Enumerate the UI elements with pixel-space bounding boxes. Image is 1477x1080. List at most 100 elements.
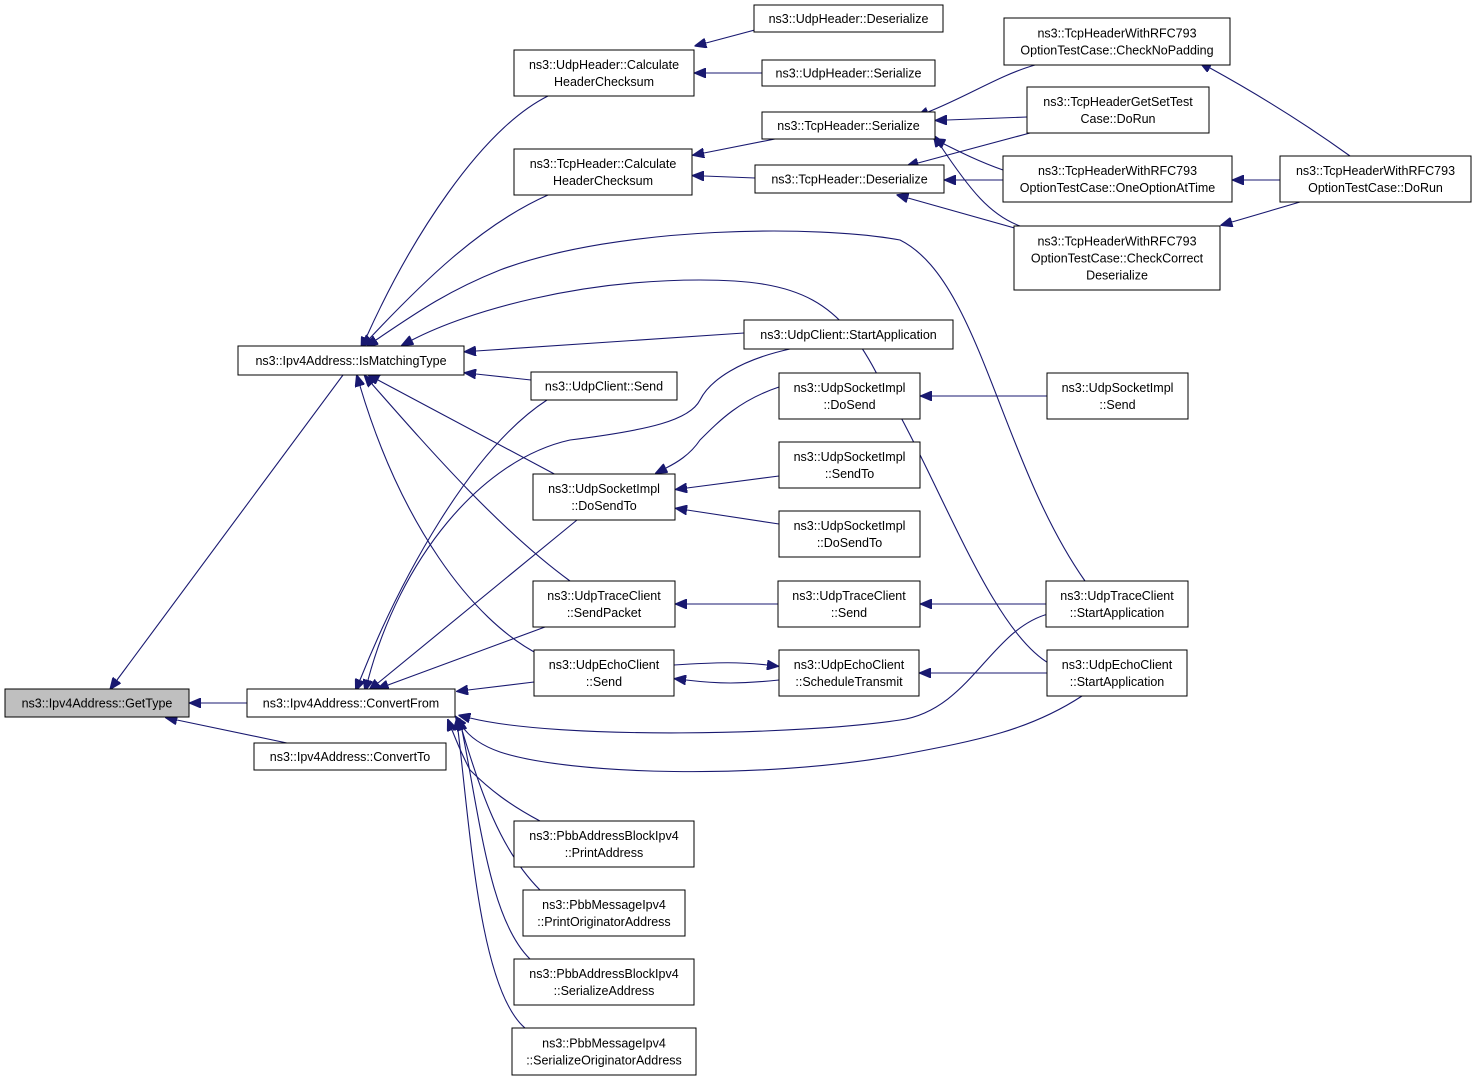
node-tcpheaderwithrfc793-oneoptionattime[interactable]: ns3::TcpHeaderWithRFC793OptionTestCase::… [1002,155,1233,203]
node-tcpheaderwithrfc793-checknopadding-box[interactable] [1003,17,1231,66]
node-ipv4address-gettype[interactable]: ns3::Ipv4Address::GetType [4,688,190,718]
node-udpheader-deserialize-box[interactable] [753,4,944,33]
node-udpechoclient-scheduletransmit-box[interactable] [778,649,920,697]
node-tcpheader-serialize[interactable]: ns3::TcpHeader::Serialize [761,111,936,140]
node-udpheader-deserialize[interactable]: ns3::UdpHeader::Deserialize [753,4,944,33]
edge-sockds-to-sockdst [666,386,780,468]
node-ipv4address-ismatchingtype-box[interactable] [237,345,465,376]
node-pbbaddressblockipv4-printaddress[interactable]: ns3::PbbAddressBlockIpv4::PrintAddress [513,820,695,868]
node-ipv4address-gettype-box[interactable] [4,688,190,718]
node-udpsocketimpl-dosend-label-1: ns3::UdpSocketImpl [794,381,906,395]
node-udpheader-serialize[interactable]: ns3::UdpHeader::Serialize [761,59,936,87]
node-udpclient-startapplication[interactable]: ns3::UdpClient::StartApplication [743,319,954,350]
node-tcpheader-deserialize-label-1: ns3::TcpHeader::Deserialize [771,173,927,187]
node-udpsocketimpl-sendto[interactable]: ns3::UdpSocketImpl::SendTo [778,441,921,489]
node-udptraceclient-send[interactable]: ns3::UdpTraceClient::Send [777,580,921,628]
node-ipv4address-gettype-label-1: ns3::Ipv4Address::GetType [22,697,173,711]
node-udpsocketimpl-dosendto-2-box[interactable] [778,510,921,558]
node-udpsocketimpl-send[interactable]: ns3::UdpSocketImpl::Send [1046,372,1189,420]
node-udpsocketimpl-dosendto-2-label-2: ::DoSendTo [817,536,882,550]
node-pbbmessageipv4-serializeoriginatoraddress[interactable]: ns3::PbbMessageIpv4::SerializeOriginator… [511,1027,697,1076]
node-tcpheaderwithrfc793-dorun[interactable]: ns3::TcpHeaderWithRFC793OptionTestCase::… [1279,155,1472,203]
node-udptraceclient-send-label-2: ::Send [831,606,867,620]
node-pbbmessageipv4-printoriginatoraddress[interactable]: ns3::PbbMessageIpv4::PrintOriginatorAddr… [522,889,686,937]
node-tcpheaderwithrfc793-dorun-label-2: OptionTestCase::DoRun [1308,181,1443,195]
node-pbbmessageipv4-printoriginatoraddress-box[interactable] [522,889,686,937]
edge-ismatch-to-gettype [117,374,344,680]
node-udptraceclient-startapplication-box[interactable] [1045,580,1189,628]
node-udpheader-serialize-box[interactable] [761,59,936,87]
node-tcpheadergetsettestcase-dorun-box[interactable] [1026,86,1210,134]
edge-tcsp-to-convfrom [388,626,546,685]
node-udpsocketimpl-dosend[interactable]: ns3::UdpSocketImpl::DoSend [778,372,921,420]
node-udpsocketimpl-dosendto-label-2: ::DoSendTo [571,499,636,513]
node-udptraceclient-startapplication[interactable]: ns3::UdpTraceClient::StartApplication [1045,580,1189,628]
node-udpsocketimpl-dosendto[interactable]: ns3::UdpSocketImpl::DoSendTo [532,473,676,521]
node-udpsocketimpl-dosendto-label-1: ns3::UdpSocketImpl [548,482,660,496]
edge-ecstart-to-ismatch [412,279,1051,665]
node-pbbaddressblockipv4-printaddress-box[interactable] [513,820,695,868]
edge-udphcs-to-ismatch [366,95,549,338]
node-ipv4address-ismatchingtype[interactable]: ns3::Ipv4Address::IsMatchingType [237,345,465,376]
node-tcpheader-calculateheaderchecksum-box[interactable] [513,148,693,196]
node-ipv4address-convertto-box[interactable] [253,742,447,771]
node-udpsocketimpl-dosend-box[interactable] [778,372,921,420]
node-udpsocketimpl-sendto-label-1: ns3::UdpSocketImpl [794,450,906,464]
node-ipv4address-convertfrom[interactable]: ns3::Ipv4Address::ConvertFrom [246,688,456,718]
node-udpsocketimpl-sendto-box[interactable] [778,441,921,489]
node-tcpheaderwithrfc793-dorun-box[interactable] [1279,155,1472,203]
node-tcpheaderwithrfc793-checknopadding-label-1: ns3::TcpHeaderWithRFC793 [1037,27,1196,41]
node-udpclient-send-box[interactable] [530,371,678,401]
node-tcpheaderwithrfc793-checkcorrectdeserialize-label-3: Deserialize [1086,269,1148,283]
edge-getset-to-tcpdes [918,132,1031,163]
node-ipv4address-convertto[interactable]: ns3::Ipv4Address::ConvertTo [253,742,447,771]
node-udpsocketimpl-dosend-label-2: ::DoSend [823,398,875,412]
node-tcpheaderwithrfc793-oneoptionattime-box[interactable] [1002,155,1233,203]
edge-nopad-to-tcpser [928,64,1036,112]
node-udpheader-serialize-label-1: ns3::UdpHeader::Serialize [776,67,922,81]
node-tcpheaderwithrfc793-checknopadding-label-2: OptionTestCase::CheckNoPadding [1020,44,1213,58]
node-udptraceclient-startapplication-label-2: ::StartApplication [1070,606,1165,620]
edge-ecsend-to-ecst [673,663,767,665]
node-pbbmessageipv4-serializeoriginatoraddress-box[interactable] [511,1027,697,1076]
node-udpsocketimpl-dosendto-2-label-1: ns3::UdpSocketImpl [794,519,906,533]
node-pbbaddressblockipv4-serializeaddress-label-2: ::SerializeAddress [554,984,655,998]
node-tcpheader-serialize-box[interactable] [761,111,936,140]
node-udpechoclient-scheduletransmit-label-1: ns3::UdpEchoClient [794,658,905,672]
node-tcpheader-deserialize[interactable]: ns3::TcpHeader::Deserialize [754,164,945,194]
node-tcpheaderwithrfc793-dorun-label-1: ns3::TcpHeaderWithRFC793 [1296,164,1455,178]
node-udpechoclient-startapplication-box[interactable] [1046,649,1188,697]
node-pbbaddressblockipv4-serializeaddress-box[interactable] [513,958,695,1006]
node-tcpheaderwithrfc793-checknopadding[interactable]: ns3::TcpHeaderWithRFC793OptionTestCase::… [1003,17,1231,66]
node-udptraceclient-sendpacket-box[interactable] [532,580,676,628]
node-tcpheaderwithrfc793-checkcorrectdeserialize[interactable]: ns3::TcpHeaderWithRFC793OptionTestCase::… [1013,225,1221,291]
node-udpsocketimpl-send-box[interactable] [1046,372,1189,420]
node-udpsocketimpl-dosendto-2[interactable]: ns3::UdpSocketImpl::DoSendTo [778,510,921,558]
node-tcpheaderwithrfc793-oneoptionattime-label-2: OptionTestCase::OneOptionAtTime [1020,181,1216,195]
edge-tcphcs-to-ismatch [370,194,549,338]
node-ipv4address-convertfrom-box[interactable] [246,688,456,718]
node-udptraceclient-sendpacket-label-2: ::SendPacket [567,606,642,620]
node-udptraceclient-sendpacket[interactable]: ns3::UdpTraceClient::SendPacket [532,580,676,628]
node-udpsocketimpl-send-label-1: ns3::UdpSocketImpl [1062,381,1174,395]
edge-tcpser-to-tcphcs [704,138,776,153]
node-pbbaddressblockipv4-serializeaddress[interactable]: ns3::PbbAddressBlockIpv4::SerializeAddre… [513,958,695,1006]
node-udpsocketimpl-dosendto-box[interactable] [532,473,676,521]
node-udpechoclient-send-box[interactable] [533,649,675,697]
node-udpheader-calculateheaderchecksum-box[interactable] [513,49,695,97]
node-tcpheader-deserialize-box[interactable] [754,164,945,194]
node-udpechoclient-scheduletransmit[interactable]: ns3::UdpEchoClient::ScheduleTransmit [778,649,920,697]
node-udpclient-startapplication-box[interactable] [743,319,954,350]
node-udptraceclient-send-box[interactable] [777,580,921,628]
node-udpechoclient-startapplication[interactable]: ns3::UdpEchoClient::StartApplication [1046,649,1188,697]
node-ipv4address-convertfrom-label-1: ns3::Ipv4Address::ConvertFrom [263,697,439,711]
node-udptraceclient-send-label-1: ns3::UdpTraceClient [792,589,906,603]
node-udpechoclient-send[interactable]: ns3::UdpEchoClient::Send [533,649,675,697]
node-tcpheader-calculateheaderchecksum-label-1: ns3::TcpHeader::Calculate [530,157,677,171]
node-udpechoclient-startapplication-label-2: ::StartApplication [1070,675,1165,689]
node-tcpheaderwithrfc793-checkcorrectdeserialize-box[interactable] [1013,225,1221,291]
node-udpclient-send[interactable]: ns3::UdpClient::Send [530,371,678,401]
